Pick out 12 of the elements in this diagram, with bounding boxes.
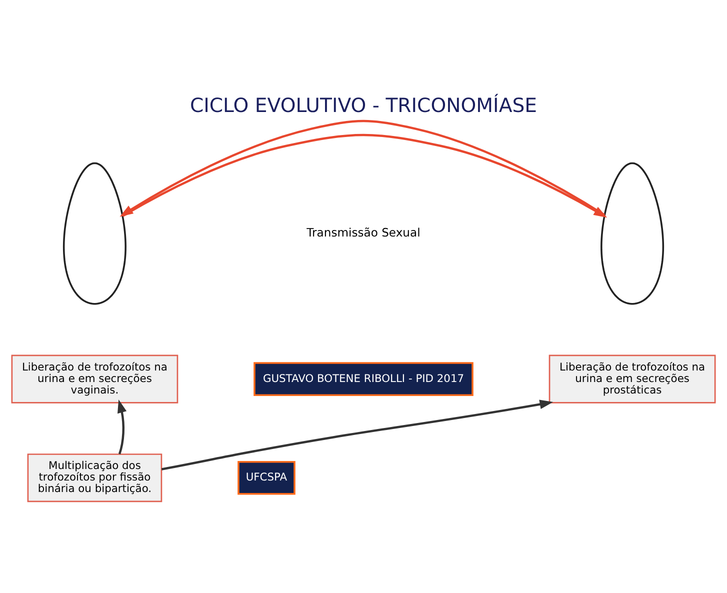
label: UFCSPA	[246, 470, 288, 484]
node-box: Liberação de trofozoítos na urina e em secreções vaginais.	[11, 354, 178, 403]
diagram-title: CICLO EVOLUTIVO - TRICONOMÍASE	[190, 93, 538, 116]
arrow	[161, 399, 554, 470]
node-box: Liberação de trofozoítos na urina e em secreções prostáticas	[548, 354, 716, 403]
label: Transmissão Sexual	[306, 225, 420, 240]
arrow	[118, 398, 127, 454]
node-box: Multiplicação dos trofozoítos por fissão binária ou bipartição.	[27, 453, 162, 502]
node-person	[62, 162, 126, 304]
arrow	[120, 119, 605, 216]
node-person	[600, 162, 664, 304]
label: GUSTAVO BOTENE RIBOLLI - PID 2017	[262, 371, 464, 384]
